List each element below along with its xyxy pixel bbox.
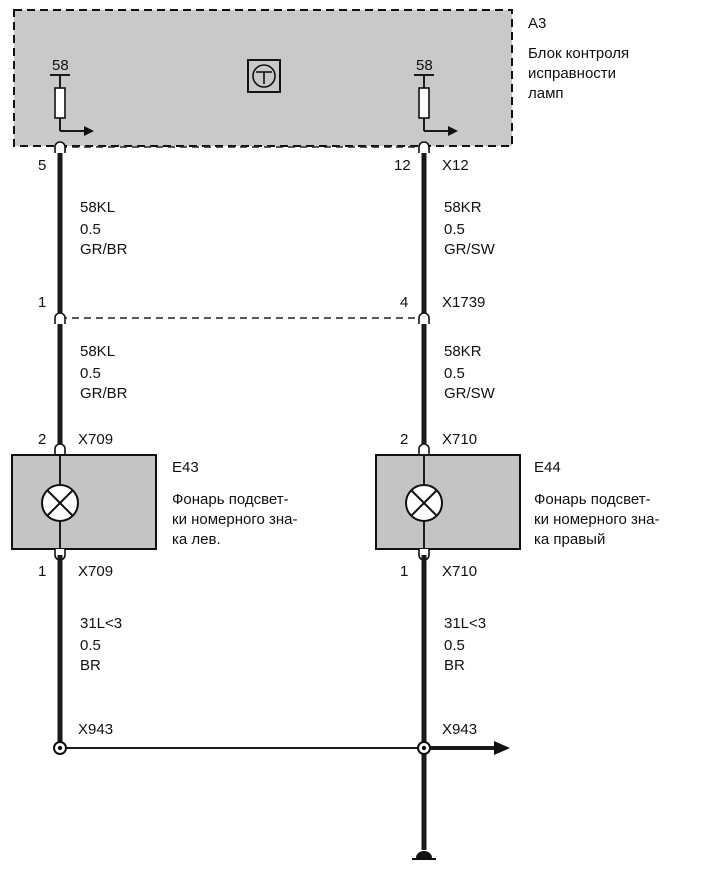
e44-top-conn: X710 <box>442 431 477 448</box>
svg-text:58KL: 58KL <box>80 199 115 216</box>
svg-text:58KL: 58KL <box>80 343 115 360</box>
wire-lower-left-label: 58KL 0.5 GR/BR <box>80 343 128 402</box>
resistor-left-icon <box>50 74 94 136</box>
e43-bottom-pin: 1 <box>38 563 46 580</box>
x12-pin-right: 12 <box>394 157 411 174</box>
wire-ground-left-label: 31L<3 0.5 BR <box>80 615 122 674</box>
x943-right-label: X943 <box>442 721 477 738</box>
resistor-right-icon <box>414 74 458 136</box>
lamp-left-icon <box>41 484 79 522</box>
svg-text:0.5: 0.5 <box>444 221 465 238</box>
svg-text:0.5: 0.5 <box>80 637 101 654</box>
splice-x943: X943 X943 <box>53 721 510 755</box>
x1739-pin-right: 4 <box>400 294 408 311</box>
module-id: A3 <box>528 15 546 32</box>
e44-desc-line-3: ка правый <box>534 531 605 548</box>
e43-top-pin: 2 <box>38 431 46 448</box>
pin-label-right: 58 <box>416 57 433 74</box>
pin-label-left: 58 <box>52 57 69 74</box>
svg-text:0.5: 0.5 <box>444 365 465 382</box>
lamp-right-icon <box>405 484 443 522</box>
module-a3: 58 58 A3 Блок контроля исправности ламп <box>13 9 629 147</box>
e43-desc-line-3: ка лев. <box>172 531 221 548</box>
module-box <box>13 9 513 147</box>
svg-text:0.5: 0.5 <box>80 221 101 238</box>
ground-icon <box>412 851 436 860</box>
svg-text:0.5: 0.5 <box>444 637 465 654</box>
svg-text:BR: BR <box>80 657 101 674</box>
e43-desc-line-1: Фонарь подсвет- <box>172 491 289 508</box>
e44-bottom-conn: X710 <box>442 563 477 580</box>
svg-text:0.5: 0.5 <box>80 365 101 382</box>
wire-upper-right-label: 58KR 0.5 GR/SW <box>444 199 496 258</box>
connector-x12: 5 12 X12 <box>38 141 469 174</box>
module-desc-line-2: исправности <box>528 65 616 82</box>
module-symbol-icon <box>247 59 281 93</box>
svg-text:58KR: 58KR <box>444 199 482 216</box>
lamp-e44-box <box>375 454 521 550</box>
e43-id: E43 <box>172 459 199 476</box>
module-desc-line-3: ламп <box>528 85 564 102</box>
lamp-e43: 2 X709 E43 Фонарь подсвет- ки номерного … <box>11 431 298 580</box>
e44-desc-line-2: ки номерного зна- <box>534 511 660 528</box>
svg-text:31L<3: 31L<3 <box>444 615 486 632</box>
x943-left-label: X943 <box>78 721 113 738</box>
x12-pin-left: 5 <box>38 157 46 174</box>
x12-label: X12 <box>442 157 469 174</box>
wire-lower-right-label: 58KR 0.5 GR/SW <box>444 343 496 402</box>
svg-text:58KR: 58KR <box>444 343 482 360</box>
lamp-e44: 2 X710 E44 Фонарь подсвет- ки номерного … <box>375 431 660 580</box>
x1739-pin-left: 1 <box>38 294 46 311</box>
lamp-e43-box <box>11 454 157 550</box>
module-desc-line-1: Блок контроля <box>528 45 629 62</box>
svg-text:GR/BR: GR/BR <box>80 241 128 258</box>
e43-desc-line-2: ки номерного зна- <box>172 511 298 528</box>
wire-upper-left-label: 58KL 0.5 GR/BR <box>80 199 128 258</box>
svg-text:GR/SW: GR/SW <box>444 385 496 402</box>
e43-bottom-conn: X709 <box>78 563 113 580</box>
e44-bottom-pin: 1 <box>400 563 408 580</box>
e44-top-pin: 2 <box>400 431 408 448</box>
arrow-right-icon <box>494 741 510 755</box>
connector-x1739: 1 4 X1739 <box>38 294 485 324</box>
svg-text:31L<3: 31L<3 <box>80 615 122 632</box>
svg-text:GR/SW: GR/SW <box>444 241 496 258</box>
e43-top-conn: X709 <box>78 431 113 448</box>
x1739-label: X1739 <box>442 294 485 311</box>
svg-text:GR/BR: GR/BR <box>80 385 128 402</box>
e44-desc-line-1: Фонарь подсвет- <box>534 491 651 508</box>
wire-ground-right-label: 31L<3 0.5 BR <box>444 615 486 674</box>
e44-id: E44 <box>534 459 561 476</box>
svg-text:BR: BR <box>444 657 465 674</box>
